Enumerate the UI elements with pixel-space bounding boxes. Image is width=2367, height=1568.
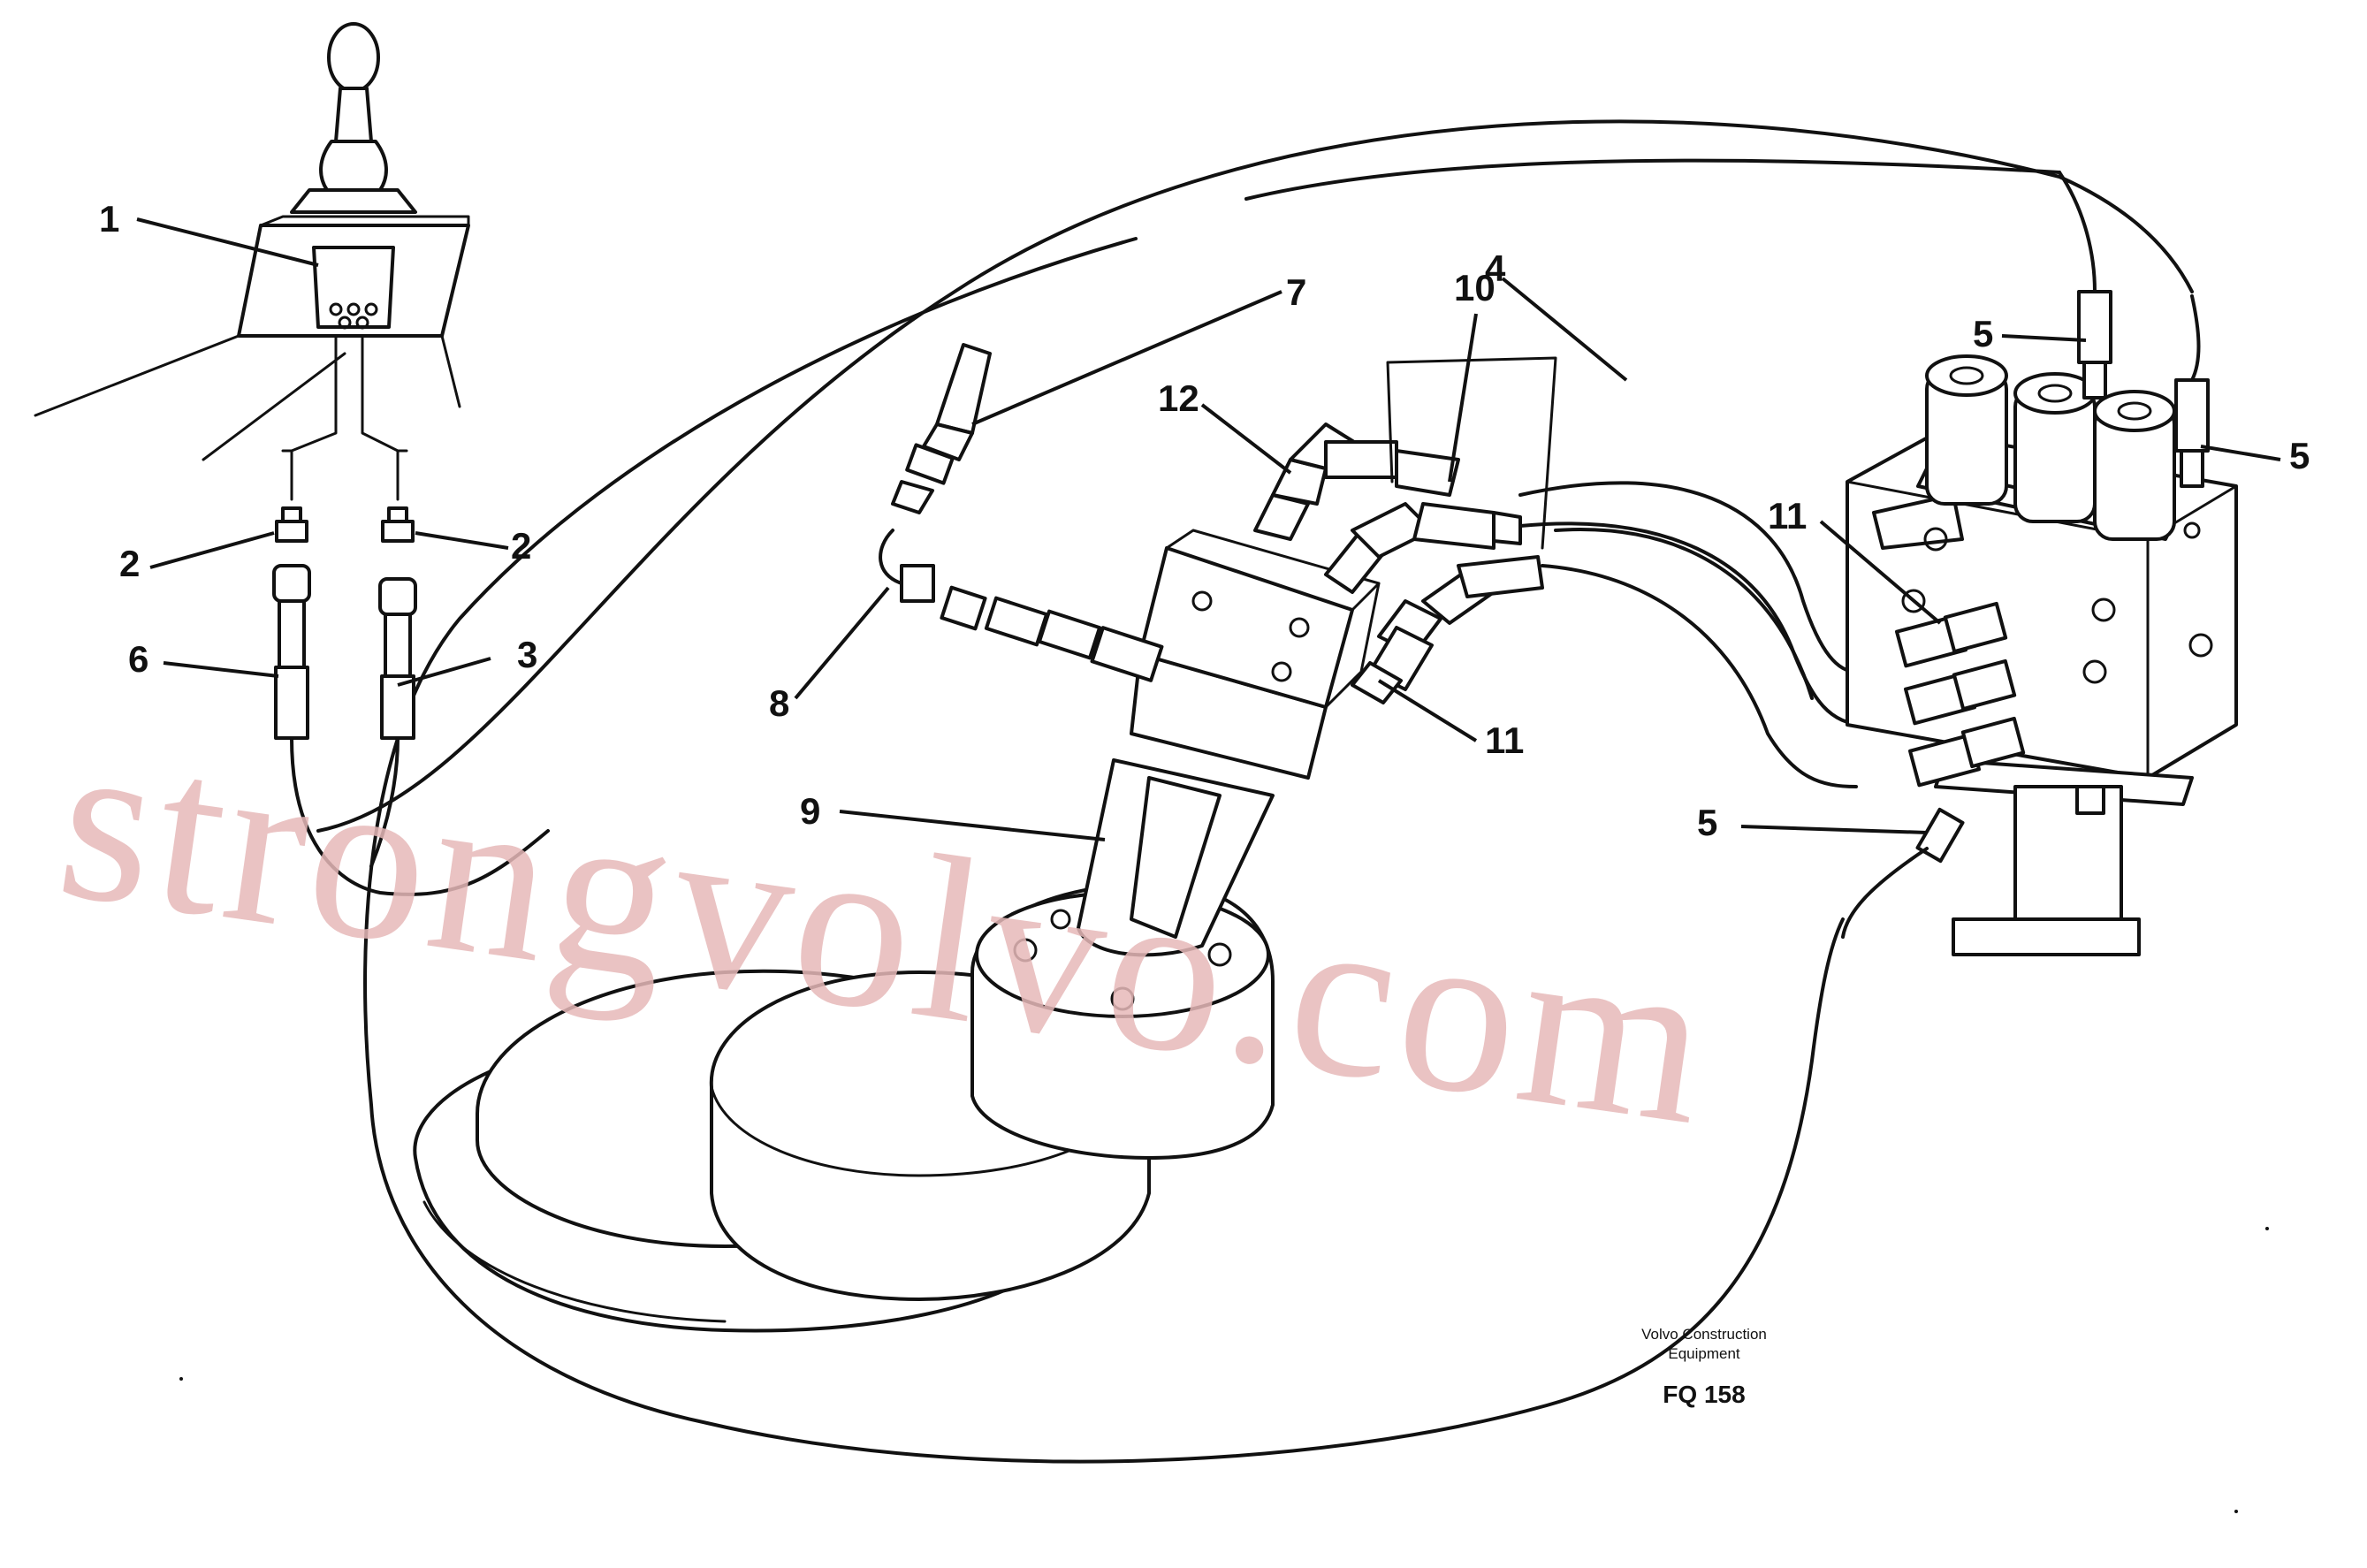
callout-2-left: 2 bbox=[119, 543, 140, 584]
hose-7-fitting bbox=[891, 343, 992, 514]
callout-5-top: 5 bbox=[1973, 313, 1993, 354]
callout-7: 7 bbox=[1286, 271, 1306, 313]
callout-2-right: 2 bbox=[511, 525, 531, 567]
hoses-to-valve bbox=[1518, 481, 1867, 788]
hose-10-fittings bbox=[1324, 356, 1557, 656]
pilot-hose-right bbox=[369, 506, 417, 868]
caption-line-1: Volvo Construction bbox=[1641, 1326, 1767, 1343]
valve-solenoids bbox=[1916, 354, 2176, 541]
callout-12: 12 bbox=[1158, 377, 1199, 419]
callout-11-swivel: 11 bbox=[1485, 719, 1524, 761]
callout-9: 9 bbox=[800, 790, 820, 832]
drawing-code: FQ 158 bbox=[1663, 1381, 1745, 1408]
leader-lines bbox=[136, 217, 2281, 841]
drawing-caption: Volvo Construction Equipment FQ 158 bbox=[1641, 1326, 1767, 1408]
main-hose-loop bbox=[316, 119, 2194, 1464]
swivel-elbow bbox=[1077, 529, 1381, 957]
scan-specks bbox=[179, 1227, 2269, 1513]
callout-5-bottom: 5 bbox=[1697, 802, 1717, 843]
hose-8-fitting bbox=[879, 529, 1164, 682]
swivel-base bbox=[413, 882, 1275, 1333]
callout-labels: 1 2 2 3 6 7 8 9 10 12 11 11 4 5 5 5 bbox=[99, 198, 2310, 843]
caption-line-2: Equipment bbox=[1668, 1345, 1740, 1362]
callout-1: 1 bbox=[99, 198, 119, 240]
joystick-assembly bbox=[34, 22, 470, 501]
valve-port-fittings bbox=[1895, 601, 2026, 788]
callout-8: 8 bbox=[769, 682, 789, 724]
pilot-hose-left bbox=[272, 506, 550, 896]
callout-10: 10 bbox=[1454, 267, 1496, 308]
pilot-hoses-5 bbox=[1841, 171, 2210, 939]
callout-11-valve: 11 bbox=[1768, 495, 1807, 537]
callout-4: 4 bbox=[1485, 247, 1506, 289]
callout-3: 3 bbox=[517, 634, 537, 675]
callout-5-right: 5 bbox=[2289, 435, 2310, 476]
hose-11-left-fitting bbox=[1351, 626, 1434, 704]
callout-6: 6 bbox=[128, 638, 148, 680]
